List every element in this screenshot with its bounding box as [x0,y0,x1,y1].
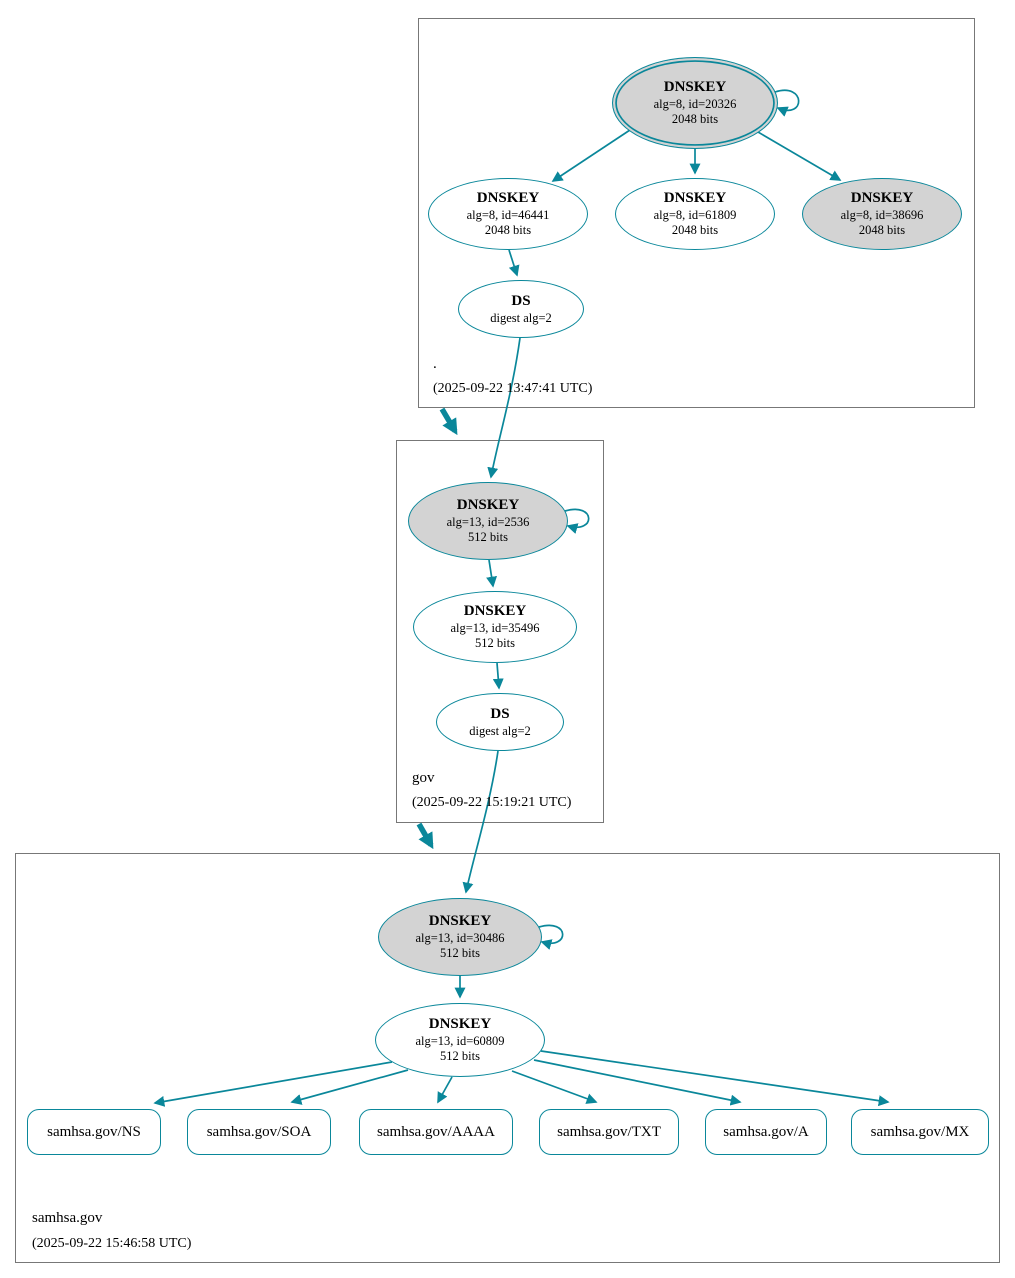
node-title: DNSKEY [663,190,727,206]
zone-timestamp-root: (2025-09-22 13:47:41 UTC) [433,381,593,396]
zone-box-root [418,18,975,408]
node-detail: alg=8, id=20326 [653,96,737,111]
node-title: DNSKEY [428,913,492,929]
node-bits: 512 bits [440,946,480,961]
zone-box-samhsa [15,853,1000,1263]
rrset-node-a: samhsa.gov/A [705,1109,827,1155]
dnskey-node-root-zsk-46441: DNSKEY alg=8, id=46441 2048 bits [428,178,588,250]
node-bits: 2048 bits [484,223,532,238]
node-title: DS [511,292,531,309]
dnskey-node-samhsa-zsk-60809: DNSKEY alg=13, id=60809 512 bits [375,1003,545,1077]
node-title: DNSKEY [428,1016,492,1032]
node-detail: digest alg=2 [490,310,552,325]
node-detail: alg=13, id=60809 [415,1033,505,1048]
node-detail: alg=8, id=38696 [840,207,924,222]
zone-label-samhsa: samhsa.gov [32,1210,103,1226]
zone-label-gov: gov [412,770,435,786]
node-bits: 512 bits [468,530,508,545]
edge-delegation-root-to-gov [439,407,458,436]
node-bits: 512 bits [440,1049,480,1064]
node-detail: alg=13, id=30486 [415,930,505,945]
ds-node-gov: DS digest alg=2 [436,693,564,751]
zone-timestamp-gov: (2025-09-22 15:19:21 UTC) [412,795,572,810]
node-title: DS [490,705,510,722]
node-bits: 512 bits [475,636,515,651]
node-detail: alg=8, id=61809 [653,207,737,222]
rrset-node-aaaa: samhsa.gov/AAAA [359,1109,513,1155]
dnskey-node-gov-zsk-35496: DNSKEY alg=13, id=35496 512 bits [413,591,577,663]
node-bits: 2048 bits [671,223,719,238]
node-title: DNSKEY [456,497,520,513]
node-title: DNSKEY [850,190,914,206]
node-detail: alg=13, id=2536 [446,514,530,529]
node-title: DNSKEY [463,603,527,619]
edge-delegation-gov-to-samhsa [416,822,434,850]
dnskey-node-root-ksk-20326: DNSKEY alg=8, id=20326 2048 bits [612,57,778,149]
zone-label-root: . [433,356,437,372]
node-bits: 2048 bits [671,112,719,127]
node-bits: 2048 bits [858,223,906,238]
rrset-node-mx: samhsa.gov/MX [851,1109,989,1155]
node-detail: alg=13, id=35496 [450,620,540,635]
node-detail: alg=8, id=46441 [466,207,550,222]
zone-timestamp-samhsa: (2025-09-22 15:46:58 UTC) [32,1236,192,1251]
rrset-node-txt: samhsa.gov/TXT [539,1109,679,1155]
node-detail: digest alg=2 [469,723,531,738]
rrset-node-ns: samhsa.gov/NS [27,1109,161,1155]
ds-node-root: DS digest alg=2 [458,280,584,338]
node-title: DNSKEY [476,190,540,206]
rrset-node-soa: samhsa.gov/SOA [187,1109,331,1155]
dnskey-node-root-zsk-61809: DNSKEY alg=8, id=61809 2048 bits [615,178,775,250]
dnskey-node-gov-ksk-2536: DNSKEY alg=13, id=2536 512 bits [408,482,568,560]
dnskey-node-root-ksk-38696: DNSKEY alg=8, id=38696 2048 bits [802,178,962,250]
dnskey-node-samhsa-ksk-30486: DNSKEY alg=13, id=30486 512 bits [378,898,542,976]
node-title: DNSKEY [663,79,727,95]
